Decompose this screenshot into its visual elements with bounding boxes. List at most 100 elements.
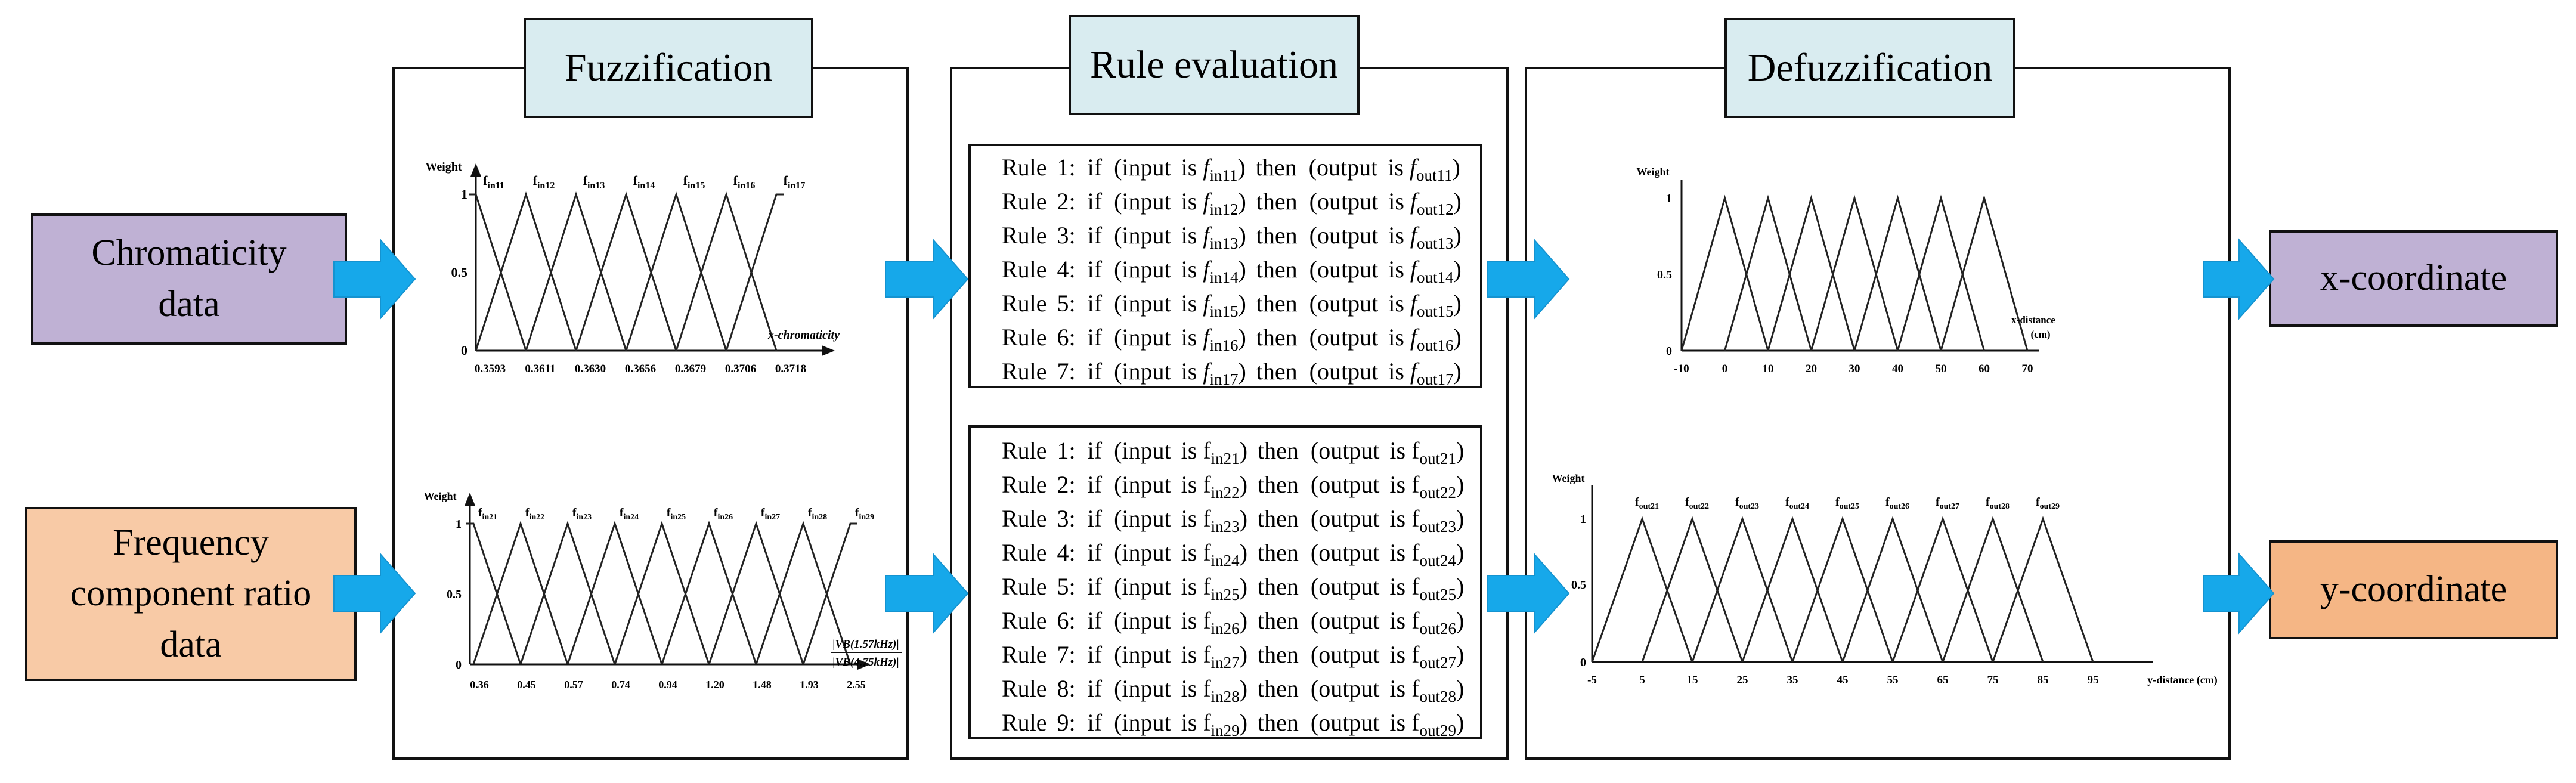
chart1-membership-7 — [708, 521, 804, 665]
f-letter: f — [583, 173, 588, 188]
rule-output-is: (output is — [1310, 641, 1406, 668]
rule-output-subscript: out26 — [1419, 620, 1456, 637]
rule-then: ) then — [1239, 505, 1299, 532]
rule-output-subscript: out12 — [1417, 200, 1454, 218]
chart3-series-label: fout24 — [1785, 496, 1809, 511]
rule-close: ) — [1456, 709, 1465, 736]
chart3-x-tick: 65 — [1937, 674, 1949, 686]
rule-input-is: (input is — [1114, 641, 1197, 668]
rule-if: if — [1087, 539, 1103, 566]
chart0-membership-1 — [469, 193, 527, 351]
chart0-series-label: fin15 — [683, 173, 705, 191]
rule-label: Rule 4: — [1002, 256, 1076, 283]
rule-row: Rule 2: if (input is fin12) then (output… — [1002, 184, 1480, 218]
f-subscript: in17 — [788, 181, 805, 191]
rule-if: if — [1087, 154, 1103, 181]
rule-input-subscript: in13 — [1209, 234, 1239, 252]
rule-close: ) — [1456, 437, 1465, 464]
rule-f-in: f — [1203, 539, 1211, 566]
rule-f-out: f — [1410, 358, 1417, 385]
f-letter: f — [525, 506, 530, 519]
chart0-x-tick: 0.3679 — [675, 363, 706, 375]
rule-label: Rule 7: — [1002, 641, 1076, 668]
rule-output-is: (output is — [1309, 188, 1404, 215]
chart1-membership-1 — [466, 522, 522, 665]
f-subscript: out25 — [1840, 502, 1859, 511]
chart1-membership-5 — [614, 521, 710, 665]
rule-output-is: (output is — [1310, 539, 1406, 566]
chart3-x-tick: 45 — [1837, 674, 1849, 686]
chart1-series-label: fin26 — [714, 506, 733, 522]
chart0-x-arrowhead — [822, 345, 835, 356]
f-letter: f — [1785, 496, 1789, 509]
rule-then: ) then — [1239, 675, 1299, 702]
chart0-x-label: x-chromaticity — [767, 329, 840, 342]
chart2-x-tick: 60 — [1979, 363, 1990, 375]
f-letter: f — [1635, 496, 1639, 509]
chart1-series-label: fin23 — [572, 506, 592, 522]
chart0-x-tick: 0.3593 — [475, 363, 506, 375]
chart1-x-tick: 0.45 — [517, 679, 536, 691]
chart1-x-label-numerator: |VB(1.57kHz)| — [832, 638, 899, 651]
rule-f-in: f — [1203, 471, 1211, 498]
rule-input-is: (input is — [1114, 222, 1197, 249]
rule-output-is: (output is — [1309, 324, 1404, 351]
f-subscript: in14 — [637, 181, 655, 191]
f-letter: f — [533, 173, 538, 188]
chart3-y-tick: 0 — [1580, 656, 1586, 669]
f-subscript: in25 — [670, 513, 686, 522]
chart1-series-label: fin27 — [761, 506, 780, 522]
chart3-x-tick: 95 — [2088, 674, 2099, 686]
chart3-series-label: fout29 — [2036, 496, 2060, 511]
f-subscript: in28 — [812, 513, 827, 522]
chart3-y-label: Weight — [1552, 472, 1584, 484]
rule-f-out: f — [1411, 437, 1420, 464]
chart3-membership-2 — [1641, 516, 1744, 663]
rule-close: ) — [1453, 256, 1462, 283]
f-letter: f — [1885, 496, 1890, 509]
f-letter: f — [1936, 496, 1940, 509]
f-subscript: out29 — [2040, 502, 2060, 511]
chart1-series-label: fin28 — [808, 506, 827, 522]
chart0-y-arrowhead — [470, 163, 481, 177]
rule-label: Rule 8: — [1002, 675, 1076, 702]
rule-label: Rule 5: — [1002, 573, 1076, 600]
f-subscript: in29 — [859, 513, 874, 522]
rule-output-subscript: out23 — [1419, 518, 1456, 536]
chromaticity-rules-box: Rule 1: if (input is fin11) then (output… — [968, 144, 1482, 388]
chart1-membership-4 — [566, 521, 663, 665]
rule-close: ) — [1452, 154, 1460, 181]
rule-row: Rule 9: if (input is fin29) then (output… — [1002, 705, 1480, 739]
rule-f-in: f — [1203, 358, 1210, 385]
f-subscript: in13 — [587, 181, 605, 191]
f-subscript: in15 — [688, 181, 705, 191]
rule-f-in: f — [1203, 188, 1210, 215]
chart3-series-label: fout22 — [1685, 496, 1709, 511]
chart1-x-tick: 2.55 — [847, 679, 866, 691]
chart0-membership-2 — [475, 191, 577, 351]
f-subscript: out27 — [1940, 502, 1959, 511]
rule-output-subscript: out21 — [1419, 450, 1456, 468]
chart3-y-tick: 0.5 — [1571, 578, 1586, 592]
chart2-membership-4 — [1810, 194, 1899, 351]
rule-input-is: (input is — [1114, 573, 1197, 600]
chart2-y-tick: 0 — [1666, 345, 1672, 358]
rule-label: Rule 1: — [1002, 437, 1076, 464]
rule-output-is: (output is — [1310, 437, 1406, 464]
chart3-series-label: fout26 — [1885, 496, 1909, 511]
chart0-series-label: fin14 — [633, 173, 655, 191]
rule-output-subscript: out17 — [1417, 370, 1454, 388]
rule-f-in: f — [1203, 709, 1211, 736]
rule-f-out: f — [1410, 324, 1417, 351]
chart0-membership-4 — [575, 191, 677, 351]
chart3-series-label: fout25 — [1835, 496, 1859, 511]
chart2-y-tick: 1 — [1666, 192, 1672, 205]
rule-f-out: f — [1410, 222, 1417, 249]
chart0-series-label: fin13 — [583, 173, 605, 191]
rule-then: ) then — [1239, 641, 1299, 668]
f-subscript: out21 — [1639, 502, 1659, 511]
rule-input-is: (input is — [1114, 709, 1197, 736]
chart0-series-label: fin12 — [533, 173, 555, 191]
rule-if: if — [1087, 358, 1103, 385]
